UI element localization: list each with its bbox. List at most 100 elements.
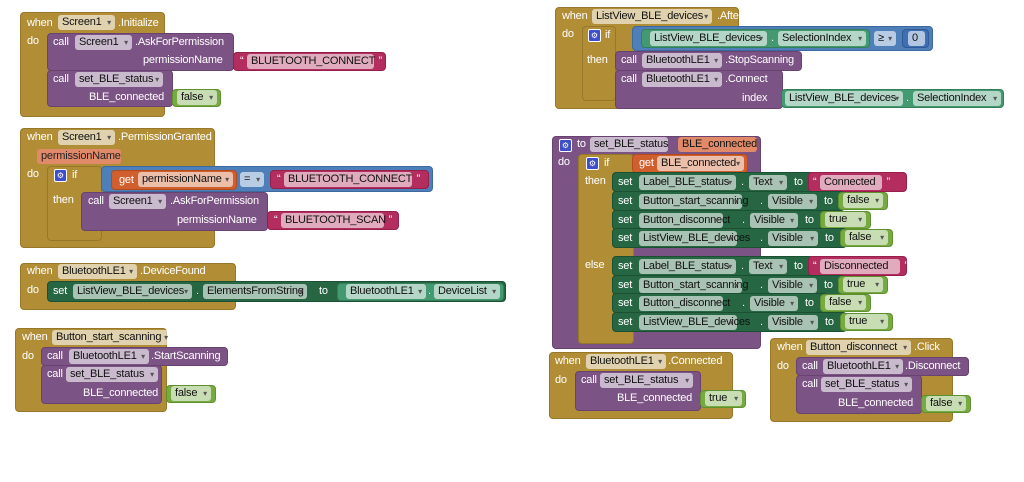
text-value[interactable]: BLUETOOTH_CONNECT (277, 172, 420, 187)
text-value[interactable]: BLUETOOTH_SCAN (274, 213, 392, 228)
component-dropdown[interactable]: BluetoothLE1 (346, 284, 426, 299)
when-label: when (777, 341, 803, 353)
mutator-gear-icon[interactable]: ⚙ (586, 157, 599, 170)
call-label: call (47, 350, 63, 362)
property-dropdown[interactable]: Visible (768, 231, 818, 246)
property-dropdown[interactable]: DeviceList (434, 284, 500, 299)
then-label: then (53, 194, 74, 206)
number-value[interactable]: 0 (908, 31, 925, 46)
when-label: when (27, 131, 53, 143)
param-permissionName[interactable]: permissionName (37, 149, 121, 164)
component-dropdown[interactable]: BluetoothLE1 (69, 349, 149, 364)
component-dropdown[interactable]: BluetoothLE1 (586, 354, 666, 369)
boolean-dropdown[interactable]: false (171, 386, 211, 401)
call-label: call (802, 378, 818, 390)
operator-dropdown[interactable]: ≥ (874, 31, 896, 46)
then-label: then (587, 54, 608, 66)
component-dropdown[interactable]: ListView_BLE_devices (650, 31, 767, 46)
component-dropdown[interactable]: ListView_BLE_devices (73, 284, 192, 299)
component-dropdown[interactable]: BluetoothLE1 (642, 72, 722, 87)
property-dropdown[interactable]: Visible (750, 296, 798, 311)
procedure-dropdown[interactable]: set_BLE_status (66, 367, 158, 382)
param-BLE_connected[interactable]: BLE_connected (678, 137, 757, 152)
call-label: call (88, 195, 104, 207)
boolean-dropdown[interactable]: false (845, 230, 888, 245)
variable-dropdown[interactable]: BLE_connected (657, 156, 744, 171)
component-dropdown[interactable]: BluetoothLE1 (58, 264, 137, 279)
component-dropdown[interactable]: ListView_BLE_devices (592, 9, 712, 24)
boolean-dropdown[interactable]: true (843, 277, 883, 292)
set-label: set (618, 297, 633, 309)
component-dropdown[interactable]: BluetoothLE1 (642, 53, 722, 68)
component-dropdown[interactable]: ListView_BLE_devices (639, 315, 750, 330)
call-label: call (47, 368, 63, 380)
component-dropdown[interactable]: Button_disconnect (639, 296, 730, 311)
text-value[interactable]: BLUETOOTH_CONNECT (240, 54, 382, 69)
method-name: .AskForPermission (170, 195, 259, 207)
property-dropdown[interactable]: Visible (750, 213, 798, 228)
property-dropdown[interactable]: Text (749, 175, 787, 190)
when-label: when (555, 355, 581, 367)
boolean-dropdown[interactable]: false (177, 90, 217, 105)
procedure-dropdown[interactable]: set_BLE_status (75, 72, 163, 87)
property-dropdown[interactable]: SelectionIndex (913, 91, 1001, 106)
component-dropdown[interactable]: ListView_BLE_devices (785, 91, 903, 106)
component-dropdown[interactable]: BluetoothLE1 (823, 359, 903, 374)
boolean-dropdown[interactable]: true (705, 391, 742, 406)
procedure-name-field[interactable]: set_BLE_status (590, 137, 668, 152)
dot: . (760, 279, 763, 291)
component-dropdown[interactable]: Button_start_scanning (639, 278, 748, 293)
arg-label: BLE_connected (617, 392, 693, 404)
property-dropdown[interactable]: Text (749, 259, 787, 274)
component-dropdown[interactable]: Label_BLE_status (639, 259, 736, 274)
do-label: do (27, 284, 39, 296)
to-label: to (805, 297, 814, 309)
property-dropdown[interactable]: SelectionIndex (778, 31, 866, 46)
component-dropdown[interactable]: Label_BLE_status (639, 175, 736, 190)
boolean-dropdown[interactable]: false (825, 295, 866, 310)
mutator-gear-icon[interactable]: ⚙ (559, 139, 572, 152)
component-dropdown[interactable]: Button_disconnect (806, 340, 911, 355)
procedure-dropdown[interactable]: set_BLE_status (821, 377, 912, 392)
operator-dropdown[interactable]: = (240, 172, 264, 187)
property-dropdown[interactable]: Visible (768, 194, 817, 209)
event-name: .Click (914, 341, 940, 353)
method-name: .StopScanning (725, 54, 794, 66)
component-dropdown[interactable]: Screen1 (58, 130, 115, 145)
boolean-dropdown[interactable]: false (926, 396, 966, 411)
component-dropdown[interactable]: Screen1 (75, 35, 132, 50)
property-dropdown[interactable]: ElementsFromString (203, 284, 307, 299)
set-label: set (618, 232, 633, 244)
arg-label: permissionName (143, 54, 223, 66)
boolean-dropdown[interactable]: true (845, 314, 888, 329)
to-label: to (805, 214, 814, 226)
text-value[interactable]: Disconnected (813, 259, 908, 274)
do-label: do (558, 156, 570, 168)
call-label: call (581, 374, 597, 386)
variable-dropdown[interactable]: permissionName (138, 172, 233, 187)
call-label: call (53, 73, 69, 85)
mutator-gear-icon[interactable]: ⚙ (588, 29, 601, 42)
component-dropdown[interactable]: Screen1 (58, 15, 115, 30)
boolean-dropdown[interactable]: false (843, 193, 883, 208)
property-dropdown[interactable]: Visible (768, 315, 818, 330)
property-dropdown[interactable]: Visible (768, 278, 817, 293)
when-label: when (22, 331, 48, 343)
component-dropdown[interactable]: Button_start_scanning (52, 330, 172, 345)
set-label: set (618, 214, 633, 226)
dot: . (760, 195, 763, 207)
component-dropdown[interactable]: Screen1 (109, 194, 166, 209)
dot: . (196, 285, 199, 297)
boolean-dropdown[interactable]: true (825, 212, 866, 227)
to-label: to (577, 138, 586, 150)
call-label: call (621, 73, 637, 85)
mutator-gear-icon[interactable]: ⚙ (54, 169, 67, 182)
text-value[interactable]: Connected (813, 175, 890, 190)
method-name: .AskForPermission (135, 36, 224, 48)
do-label: do (555, 374, 567, 386)
dot: . (741, 176, 744, 188)
component-dropdown[interactable]: ListView_BLE_devices (639, 231, 750, 246)
component-dropdown[interactable]: Button_start_scanning (639, 194, 748, 209)
component-dropdown[interactable]: Button_disconnect (639, 213, 730, 228)
procedure-dropdown[interactable]: set_BLE_status (600, 373, 693, 388)
